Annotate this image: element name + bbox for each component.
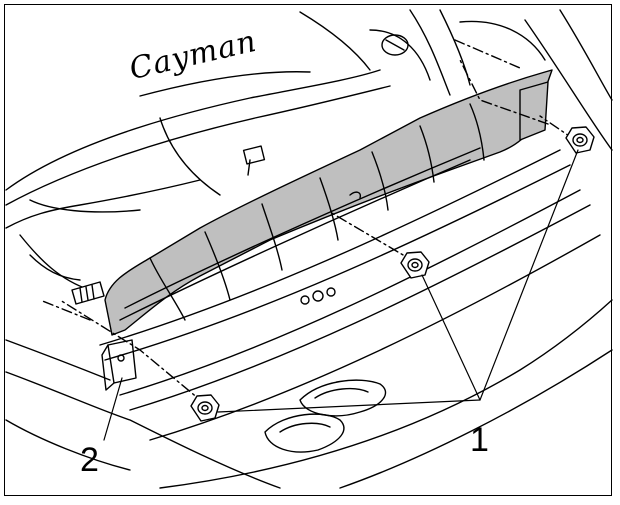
heat-shield [104,69,553,336]
callout-label-1: 1 [470,421,489,459]
frame-border [4,4,612,496]
mounting-bracket [101,339,137,391]
wire-connector [242,145,266,176]
rear-bumper [99,149,601,441]
callout-label-2: 2 [80,441,99,479]
nut-left [190,394,220,422]
nut-middle [400,251,430,279]
callout-leaders [103,149,579,441]
emblem-disc [381,34,409,56]
sensor-cluster [300,287,336,305]
left-bolt [71,281,105,305]
exhaust-tailpipes [264,379,387,453]
nut-right [565,126,595,154]
